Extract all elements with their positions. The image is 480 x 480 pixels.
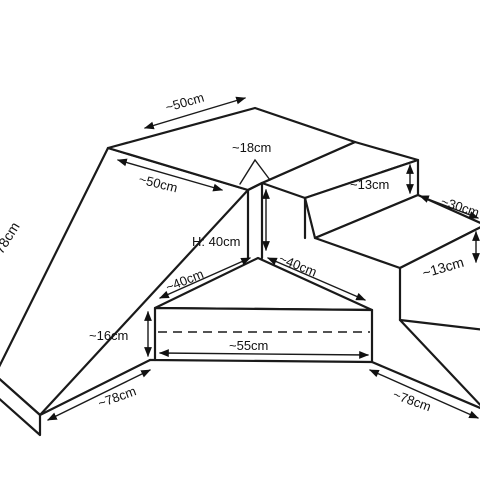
label-slope-length: 78cm — [0, 219, 23, 257]
label-base-left: ~78cm — [96, 383, 138, 411]
center-column — [239, 158, 271, 260]
arrow-step-tread — [419, 195, 479, 219]
arrow-base-left — [47, 369, 151, 421]
label-step-rise-upper: ~13cm — [350, 177, 389, 192]
ramp-front-face — [0, 377, 42, 437]
arrow-wedge-right — [267, 257, 366, 301]
label-base-right: ~78cm — [391, 387, 433, 415]
arrow-top-depth — [117, 158, 223, 192]
platform-edge — [246, 181, 264, 192]
apex-marker — [239, 158, 271, 185]
label-apex-gap: ~18cm — [232, 140, 271, 155]
steps-lower-riser — [398, 226, 480, 331]
arrow-wedge-length — [159, 349, 369, 359]
label-wedge-length: ~55cm — [229, 338, 268, 353]
dimension-arrows — [47, 96, 480, 421]
arrow-base-right — [369, 369, 479, 419]
label-wedge-height: ~16cm — [89, 328, 128, 343]
arrow-top-width — [144, 96, 246, 130]
label-height: H: 40cm — [192, 234, 240, 249]
arrow-wedge-left — [159, 257, 251, 299]
